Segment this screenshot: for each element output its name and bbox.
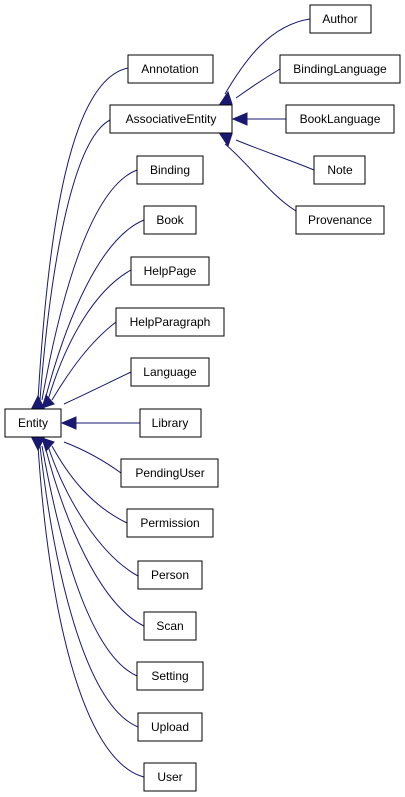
edge-person-entity — [47, 445, 139, 577]
edge-user-entity — [37, 445, 145, 778]
edge-binding-entity — [41, 169, 138, 401]
arrowheads — [31, 90, 248, 452]
node-bindinglanguage-label: BindingLanguage — [293, 62, 387, 76]
node-entity-label: Entity — [18, 416, 48, 430]
edge-annotation-entity — [37, 67, 129, 401]
node-pendinguser[interactable]: PendingUser — [120, 458, 219, 488]
edge-pendinguser-entity — [63, 441, 122, 474]
arrowhead-associativeentity-bottom — [219, 133, 233, 148]
node-associativeentity-label: AssociativeEntity — [126, 112, 217, 126]
node-permission[interactable]: Permission — [126, 508, 214, 538]
node-booklanguage-label: BookLanguage — [300, 112, 381, 126]
node-scan[interactable]: Scan — [143, 611, 197, 641]
node-helppage[interactable]: HelpPage — [130, 256, 210, 286]
node-setting[interactable]: Setting — [136, 661, 204, 691]
arrowhead-entity-bottom — [31, 437, 45, 452]
node-person-label: Person — [151, 568, 189, 582]
edge-provenance-associativeentity — [224, 143, 297, 212]
edge-helppage-entity — [47, 269, 132, 401]
edge-note-associativeentity — [235, 139, 315, 171]
edges-to-entity — [37, 67, 145, 778]
edge-permission-entity — [51, 445, 128, 524]
node-library-label: Library — [152, 416, 189, 430]
node-permission-label: Permission — [140, 516, 199, 530]
arrowhead-entity-top-2 — [41, 394, 55, 409]
node-note[interactable]: Note — [313, 155, 366, 185]
node-upload-label: Upload — [151, 720, 189, 734]
edge-associativeentity-entity — [39, 119, 111, 401]
node-language-label: Language — [143, 365, 197, 379]
node-entity[interactable]: Entity — [4, 408, 62, 438]
node-note-label: Note — [327, 163, 353, 177]
node-setting-label: Setting — [151, 669, 188, 683]
node-person[interactable]: Person — [137, 560, 203, 590]
node-binding-label: Binding — [150, 163, 190, 177]
arrowhead-entity-top — [31, 394, 45, 409]
edge-book-entity — [44, 219, 145, 401]
node-pendinguser-label: PendingUser — [135, 466, 204, 480]
arrowhead-associativeentity-top — [219, 90, 233, 105]
node-book-label: Book — [156, 213, 184, 227]
node-book[interactable]: Book — [143, 205, 197, 235]
node-scan-label: Scan — [156, 619, 183, 633]
node-library[interactable]: Library — [139, 408, 202, 438]
node-author-label: Author — [322, 12, 357, 26]
node-helpparagraph[interactable]: HelpParagraph — [115, 307, 225, 337]
edge-language-entity — [63, 371, 132, 405]
node-provenance[interactable]: Provenance — [295, 205, 385, 235]
node-user-label: User — [157, 770, 182, 784]
node-helppage-label: HelpPage — [144, 264, 197, 278]
node-user[interactable]: User — [143, 762, 197, 792]
node-bindinglanguage[interactable]: BindingLanguage — [279, 54, 401, 84]
arrowhead-entity-right — [60, 416, 77, 430]
edge-helpparagraph-entity — [51, 321, 117, 401]
node-annotation-label: Annotation — [141, 62, 198, 76]
edge-setting-entity — [41, 445, 138, 677]
node-associativeentity[interactable]: AssociativeEntity — [109, 104, 233, 134]
node-annotation[interactable]: Annotation — [127, 54, 214, 84]
edge-author-associativeentity — [224, 18, 311, 95]
edge-scan-entity — [44, 445, 145, 627]
node-language[interactable]: Language — [130, 357, 210, 387]
node-author[interactable]: Author — [309, 4, 372, 34]
node-binding[interactable]: Binding — [136, 155, 204, 185]
edge-bindinglanguage-associativeentity — [235, 68, 281, 99]
node-helpparagraph-label: HelpParagraph — [130, 315, 211, 329]
arrowhead-associativeentity-right — [231, 112, 248, 126]
node-booklanguage[interactable]: BookLanguage — [285, 104, 395, 134]
edges-to-associativeentity — [224, 18, 315, 212]
node-upload[interactable]: Upload — [137, 712, 203, 742]
edge-upload-entity — [39, 445, 139, 728]
node-provenance-label: Provenance — [308, 213, 372, 227]
arrowhead-entity-bottom-2 — [41, 437, 55, 452]
